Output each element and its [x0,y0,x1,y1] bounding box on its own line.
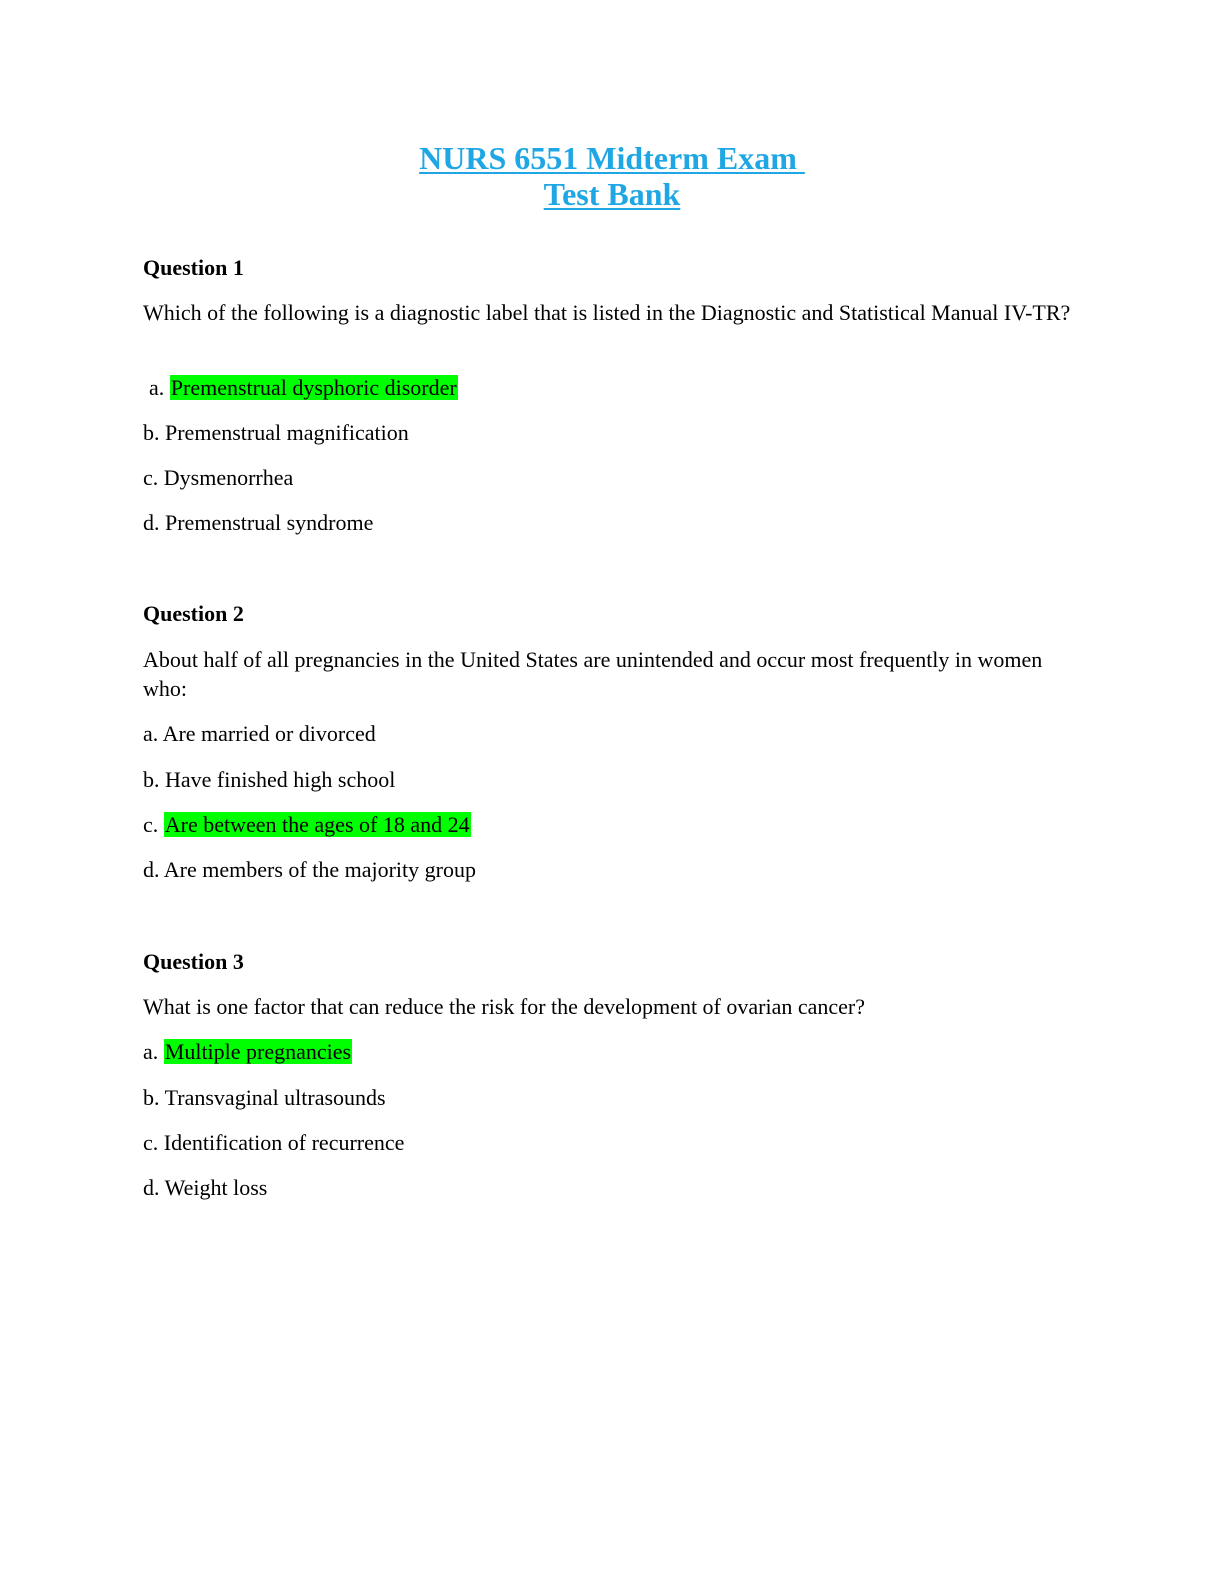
option-letter: c. [143,1130,159,1155]
question-3-heading: Question 3 [143,949,244,974]
title-line-2: Test Bank [543,176,681,212]
question-3-option-b: b. Transvaginal ultrasounds [143,1084,386,1112]
option-text-highlighted: Premenstrual dysphoric disorder [169,375,458,400]
question-2-option-d: d. Are members of the majority group [143,856,476,884]
option-letter: a. [143,1039,159,1064]
question-1-option-a: a. Premenstrual dysphoric disorder [149,374,458,402]
question-3-option-d: d. Weight loss [143,1174,267,1202]
title-line-1: NURS 6551 Midterm Exam [419,140,805,176]
question-1-option-d: d. Premenstrual syndrome [143,509,373,537]
option-text: Weight loss [164,1175,268,1200]
option-text: Identification of recurrence [163,1130,405,1155]
question-2-option-b: b. Have finished high school [143,766,395,794]
question-2-text: About half of all pregnancies in the Uni… [143,647,1043,701]
option-text: Are members of the majority group [163,857,476,882]
option-text: Premenstrual syndrome [165,510,374,535]
option-text-highlighted: Are between the ages of 18 and 24 [163,812,471,837]
question-3-text: What is one factor that can reduce the r… [143,994,865,1019]
document-title: NURS 6551 Midterm Exam Test Bank [0,140,1224,212]
option-letter: d. [143,857,160,882]
option-text: Have finished high school [165,767,396,792]
question-2-heading: Question 2 [143,601,244,626]
option-text: Dysmenorrhea [163,465,294,490]
question-3-option-c: c. Identification of recurrence [143,1129,404,1157]
option-letter: c. [143,812,159,837]
option-letter: d. [143,1175,160,1200]
option-text: Are married or divorced [162,721,376,746]
question-2-option-a: a. Are married or divorced [143,720,376,748]
option-letter: a. [149,375,165,400]
question-1-text: Which of the following is a diagnostic l… [143,300,1071,325]
option-letter: d. [143,510,160,535]
option-letter: b. [143,420,160,445]
question-3-option-a: a. Multiple pregnancies [143,1038,353,1066]
option-letter: b. [143,1085,160,1110]
question-2-option-c: c. Are between the ages of 18 and 24 [143,811,471,839]
option-text: Premenstrual magnification [165,420,409,445]
option-letter: b. [143,767,160,792]
question-1-option-c: c. Dysmenorrhea [143,464,293,492]
option-text-highlighted: Multiple pregnancies [163,1039,353,1064]
option-letter: a. [143,721,159,746]
question-1-heading: Question 1 [143,255,244,280]
option-text: Transvaginal ultrasounds [164,1085,386,1110]
question-1-option-b: b. Premenstrual magnification [143,419,409,447]
option-letter: c. [143,465,159,490]
